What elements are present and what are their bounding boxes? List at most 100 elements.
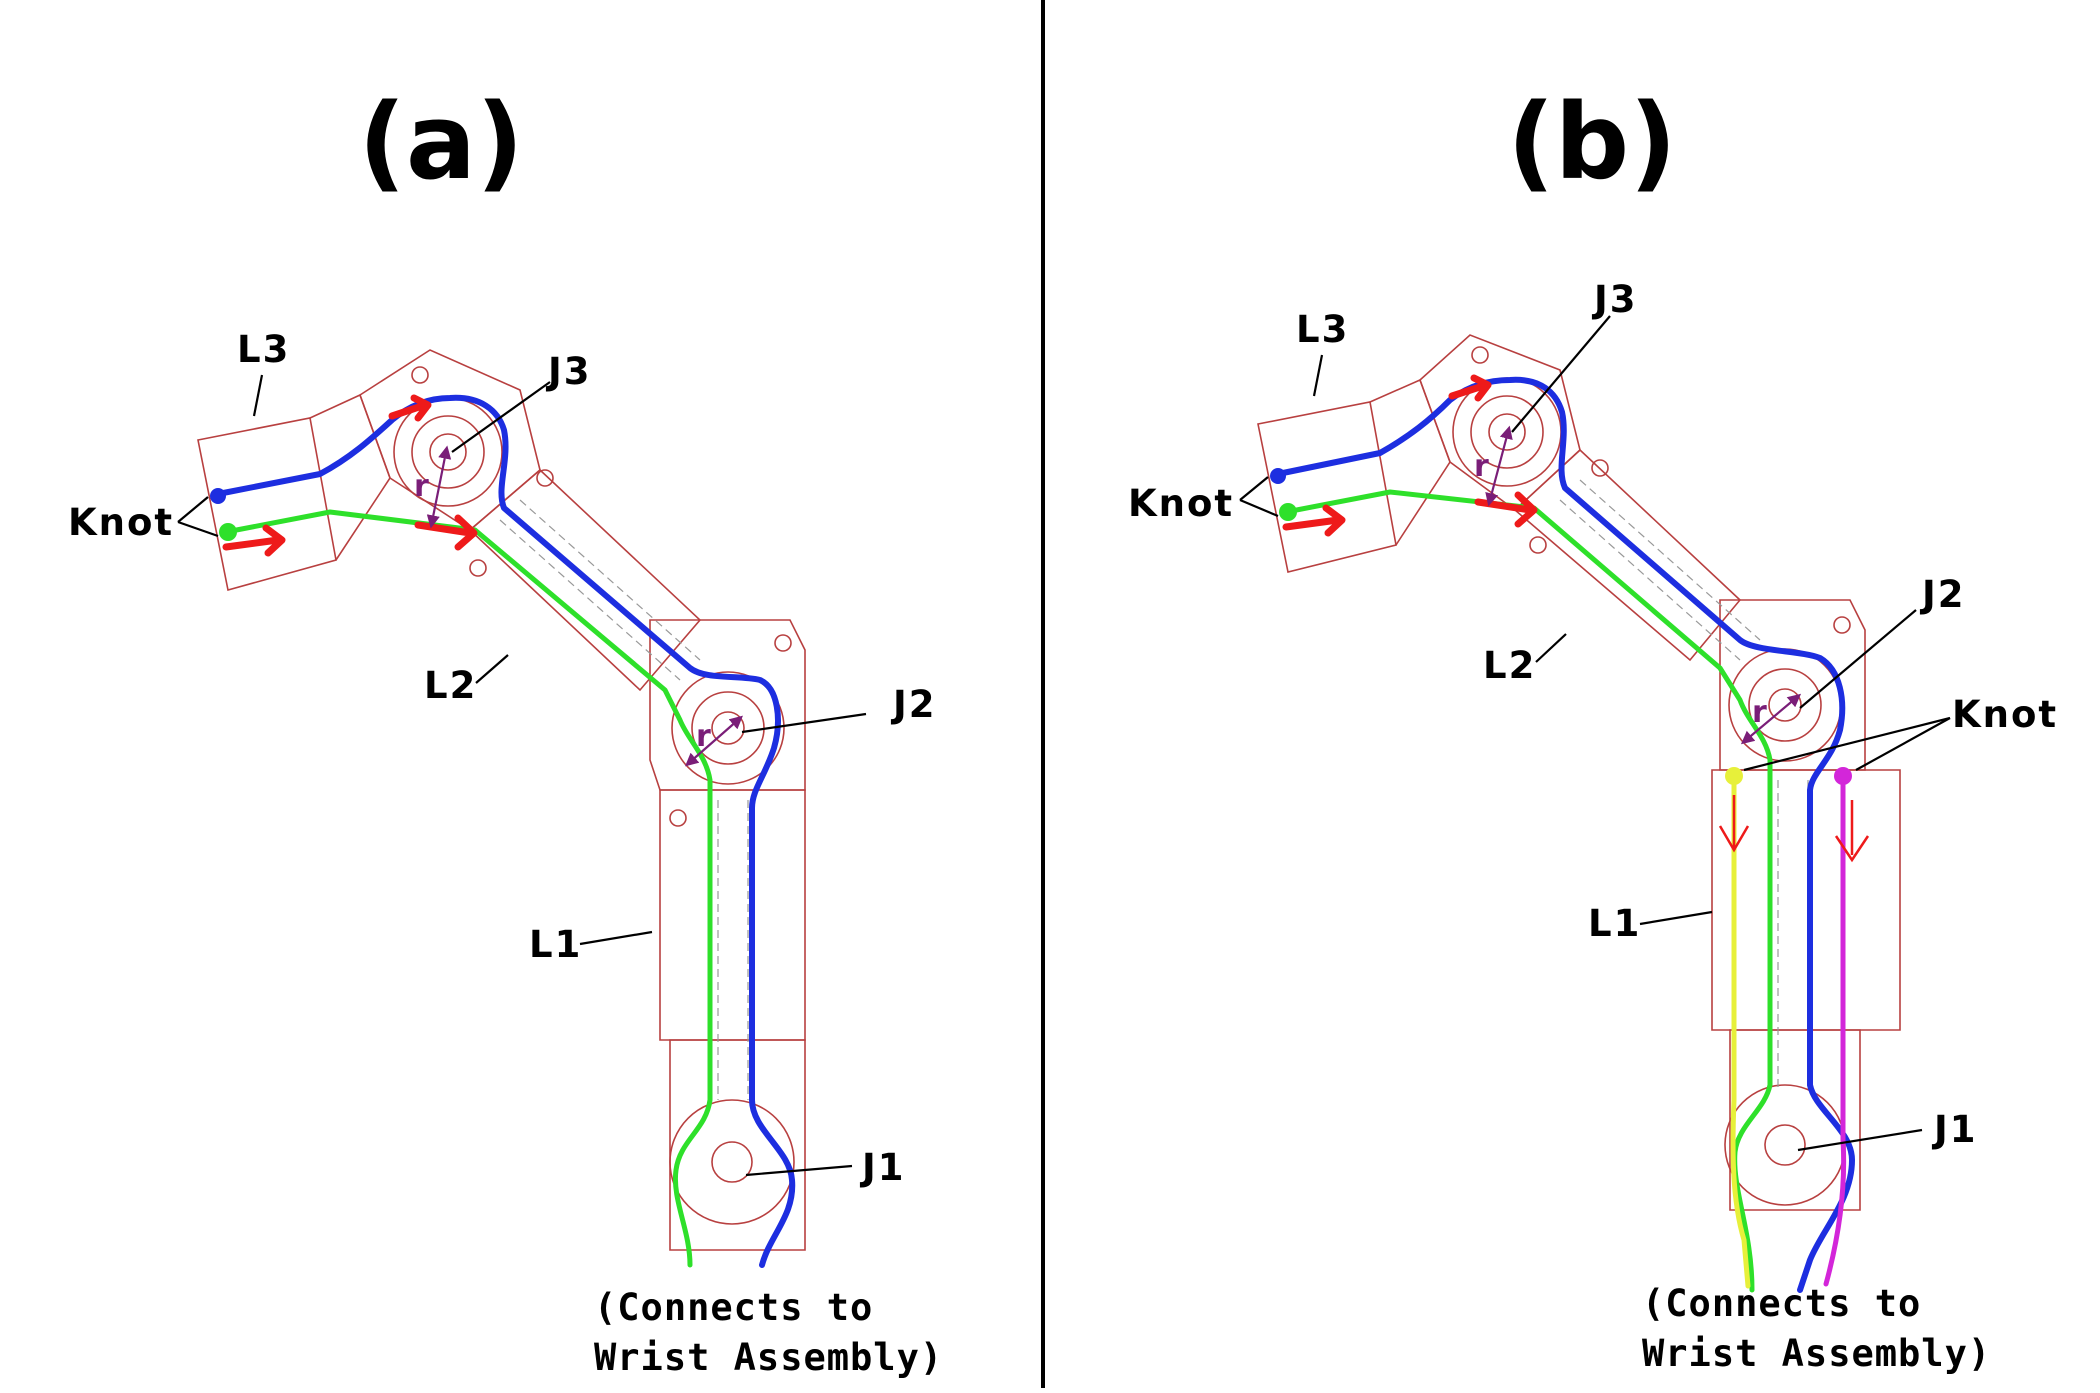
leader-L1 xyxy=(579,930,653,946)
label-L2: L2 xyxy=(1483,644,1536,687)
label-L3: L3 xyxy=(237,328,290,371)
joint2-housing xyxy=(1719,599,1866,771)
label-J3: J3 xyxy=(545,350,592,393)
label-J2: J2 xyxy=(890,683,937,726)
label-L1: L1 xyxy=(529,923,582,966)
tendon-blue xyxy=(215,394,796,1268)
joint1-housing xyxy=(1729,1029,1861,1211)
radius-label-j2: r xyxy=(1752,695,1767,730)
joint1-housing xyxy=(669,1039,806,1251)
leader-knot-yellow xyxy=(1743,716,1951,772)
label-L1: L1 xyxy=(1588,902,1641,945)
force-arrow xyxy=(414,514,478,551)
link2-channel xyxy=(1559,479,1761,661)
joint3-bolt-hole xyxy=(411,366,429,384)
leader-L3 xyxy=(252,374,264,417)
label-J1: J1 xyxy=(1931,1108,1978,1151)
panel-a: (a) xyxy=(68,81,943,1379)
joint2-bolt-hole xyxy=(774,634,792,652)
note-b-line2: Wrist Assembly) xyxy=(1642,1332,1991,1375)
radius-marker-j2 xyxy=(1740,693,1802,745)
note-b-line1: (Connects to xyxy=(1642,1282,1921,1325)
note-a-line2: Wrist Assembly) xyxy=(594,1336,943,1379)
label-knot-a: Knot xyxy=(68,501,174,544)
leader-J1 xyxy=(1797,1128,1923,1152)
leader-L3 xyxy=(1312,354,1324,397)
radius-marker-j3 xyxy=(1485,425,1513,507)
leader-knot-blue xyxy=(1239,476,1269,501)
joint3-bolt-hole xyxy=(1591,459,1609,477)
link2-body xyxy=(1513,448,1742,662)
radius-label-j3: r xyxy=(414,469,429,504)
joint1-axle xyxy=(711,1141,753,1183)
knot-yellow xyxy=(1725,767,1743,785)
leader-J2 xyxy=(1799,609,1917,709)
radius-marker-j2 xyxy=(685,715,743,767)
note-a-line1: (Connects to xyxy=(594,1286,873,1329)
label-J3: J3 xyxy=(1591,278,1638,321)
force-arrow xyxy=(1448,374,1492,402)
joint3-bolt-hole xyxy=(536,469,554,487)
force-arrow xyxy=(1282,504,1346,537)
tendon-green xyxy=(1283,489,1773,1293)
link3-body xyxy=(197,417,337,592)
knot-magenta xyxy=(1834,767,1852,785)
leader-L2 xyxy=(1535,633,1567,663)
force-arrow-down xyxy=(1834,800,1870,863)
link3-body xyxy=(1257,401,1397,573)
force-arrow xyxy=(222,524,286,557)
joint2-pulley-outer xyxy=(671,671,785,785)
radius-label-j3: r xyxy=(1474,449,1489,484)
tendon-magenta xyxy=(1823,772,1847,1287)
panel-b-mechanism-outline xyxy=(1257,334,1901,1211)
leader-knot-green xyxy=(177,520,219,538)
joint2-pulley-outer xyxy=(1728,648,1842,762)
link3-housing xyxy=(1369,378,1451,546)
joint2-bolt-hole xyxy=(669,809,687,827)
link2-channel xyxy=(499,499,701,681)
tendon-blue xyxy=(1275,376,1855,1293)
force-arrow xyxy=(388,394,432,422)
joint1-axle xyxy=(1764,1124,1806,1166)
leader-knot-magenta xyxy=(1855,717,1951,771)
link3-housing xyxy=(309,393,391,561)
link1-body xyxy=(659,789,806,1041)
label-J1: J1 xyxy=(859,1146,906,1189)
joint3-bolt-hole xyxy=(1471,346,1489,364)
label-L2: L2 xyxy=(424,664,477,707)
panel-b: (b) xyxy=(1128,81,2056,1375)
label-knot-b: Knot xyxy=(1128,482,1234,525)
link1-channel xyxy=(717,800,749,1100)
force-arrow-down xyxy=(1718,795,1750,853)
leader-J1 xyxy=(745,1164,853,1177)
panel-b-title: (b) xyxy=(1507,81,1677,203)
knot-green xyxy=(1279,503,1297,521)
panel-a-title: (a) xyxy=(358,81,523,203)
leader-J2 xyxy=(741,712,867,734)
link1-channel xyxy=(1777,780,1809,1090)
joint3-housing xyxy=(1419,334,1581,512)
label-J2: J2 xyxy=(1919,573,1966,616)
tendon-yellow xyxy=(1730,772,1751,1289)
joint3-axle xyxy=(429,433,467,471)
leader-L2 xyxy=(475,654,509,684)
joint3-housing xyxy=(359,349,541,531)
knot-green xyxy=(219,523,237,541)
leader-J3 xyxy=(451,381,551,453)
leader-L1 xyxy=(1639,910,1713,926)
joint3-pulley-outer xyxy=(393,397,503,507)
knot-blue xyxy=(210,488,226,504)
knot-blue xyxy=(1270,468,1286,484)
label-L3: L3 xyxy=(1296,308,1349,351)
force-arrow xyxy=(1474,491,1538,528)
link1-body xyxy=(1711,769,1901,1031)
radius-label-j2: r xyxy=(696,719,711,754)
joint1-pulley-outer xyxy=(669,1099,795,1225)
radius-marker-j3 xyxy=(426,445,452,529)
joint2-bolt-hole xyxy=(1833,616,1851,634)
leader-knot-green xyxy=(1239,498,1279,518)
leader-J3 xyxy=(1511,315,1611,433)
joint3-bolt-hole xyxy=(1529,536,1547,554)
